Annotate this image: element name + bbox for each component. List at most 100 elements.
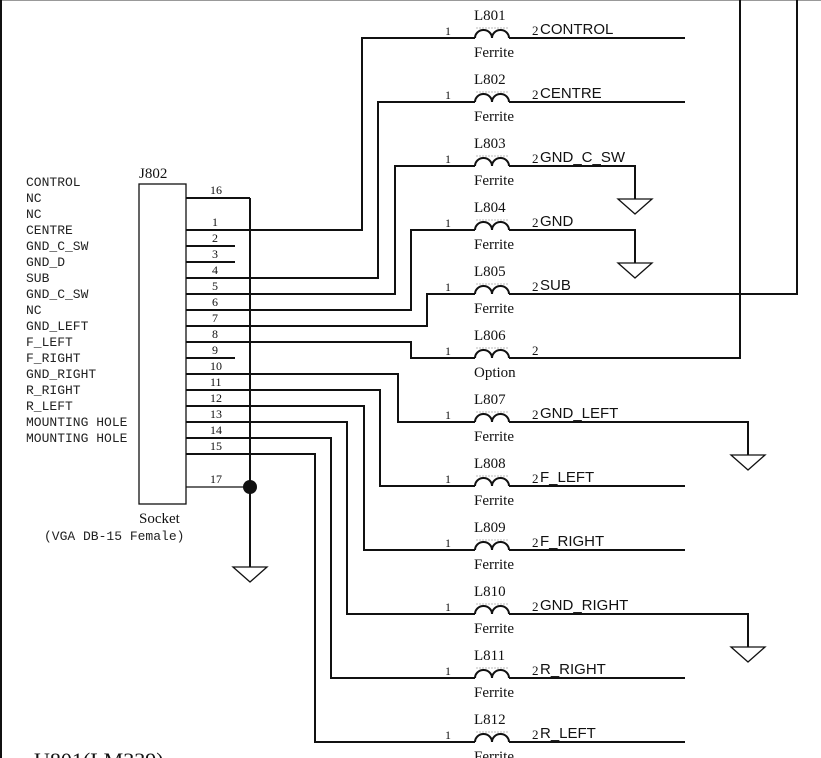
signal-label: NC — [26, 207, 42, 222]
signal-label: GND_RIGHT — [26, 367, 96, 382]
pin2-number: 2 — [532, 23, 539, 38]
inductor-ref: L803 — [474, 136, 506, 152]
inductor-ref: L806 — [474, 328, 506, 344]
pin1-number: 1 — [445, 664, 451, 678]
pin2-number: 2 — [532, 535, 539, 550]
inductor-coil-icon — [474, 221, 510, 231]
signal-label: NC — [26, 303, 42, 318]
inductor-coil-icon — [474, 413, 510, 423]
net-wire — [186, 37, 475, 231]
ground-symbol — [729, 454, 767, 471]
net-wire — [186, 389, 475, 487]
signal-label: GND_C_SW — [26, 287, 89, 302]
output-wire — [509, 165, 636, 199]
pin-number: 6 — [212, 295, 218, 309]
inductor-coil-icon — [474, 733, 510, 743]
net-wire — [186, 405, 475, 551]
inductor-coil-icon — [474, 157, 510, 167]
net-wire — [186, 229, 475, 311]
pin-number: 3 — [212, 247, 218, 261]
pin-number: 2 — [212, 231, 218, 245]
net-label: R_RIGHT — [540, 661, 606, 678]
pin-number: 1 — [212, 215, 218, 229]
inductor-ref: L804 — [474, 200, 506, 216]
signal-label: SUB — [26, 271, 50, 286]
pin2-number: 2 — [532, 727, 539, 742]
inductor-coil-icon — [474, 349, 510, 359]
ground-symbol — [729, 646, 767, 663]
signal-label: GND_D — [26, 255, 65, 270]
pin1-number: 1 — [445, 24, 451, 38]
inductor-ref: L805 — [474, 264, 506, 280]
pin-number: 17 — [210, 472, 222, 486]
inductor-coil-icon — [474, 285, 510, 295]
inductor-value: Ferrite — [474, 45, 514, 61]
ic-label: U801(LM339) — [34, 748, 164, 758]
pin-number: 10 — [210, 359, 222, 373]
pin2-number: 2 — [532, 215, 539, 230]
ground-symbol — [616, 262, 654, 279]
inductor-value: Ferrite — [474, 493, 514, 509]
net-wire — [186, 437, 475, 679]
pin2-number: 2 — [532, 471, 539, 486]
inductor-value: Ferrite — [474, 429, 514, 445]
connector-body — [138, 183, 187, 505]
pin-number: 9 — [212, 343, 218, 357]
inductor-value: Ferrite — [474, 237, 514, 253]
inductor-ref: L801 — [474, 8, 506, 24]
pin1-number: 1 — [445, 344, 451, 358]
signal-label: NC — [26, 191, 42, 206]
pin-number: 12 — [210, 391, 222, 405]
net-wire — [186, 165, 475, 295]
pin-number: 16 — [210, 183, 222, 197]
pin1-number: 1 — [445, 600, 451, 614]
ground-symbol — [616, 198, 654, 215]
signal-label: CENTRE — [26, 223, 73, 238]
pin2-number: 2 — [532, 87, 539, 102]
net-wire — [186, 293, 475, 327]
pin-number: 15 — [210, 439, 222, 453]
junction-dot — [243, 480, 257, 494]
pin-number: 14 — [210, 423, 222, 437]
net-label: GND — [540, 213, 574, 230]
inductor-ref: L809 — [474, 520, 506, 536]
inductor-coil-icon — [474, 605, 510, 615]
net-label: SUB — [540, 277, 571, 294]
inductor-ref: L808 — [474, 456, 506, 472]
output-wire — [509, 421, 749, 455]
net-wire — [186, 341, 475, 359]
inductor-value: Ferrite — [474, 557, 514, 573]
signal-label: F_LEFT — [26, 335, 73, 350]
connector-description: (VGA DB-15 Female) — [44, 529, 184, 544]
inductor-ref: L807 — [474, 392, 506, 408]
pin1-number: 1 — [445, 728, 451, 742]
pin-number: 7 — [212, 311, 218, 325]
net-label: F_RIGHT — [540, 533, 604, 550]
inductor-ref: L812 — [474, 712, 506, 728]
inductor-coil-icon — [474, 29, 510, 39]
pin1-number: 1 — [445, 88, 451, 102]
pin1-number: 1 — [445, 472, 451, 486]
pin2-number: 2 — [532, 663, 539, 678]
pin1-number: 1 — [445, 216, 451, 230]
pin-number: 13 — [210, 407, 222, 421]
pin2-number: 2 — [532, 599, 539, 614]
pin1-number: 1 — [445, 408, 451, 422]
output-wire — [509, 613, 749, 647]
net-label: CENTRE — [540, 85, 602, 102]
inductor-coil-icon — [474, 477, 510, 487]
output-wire — [509, 0, 798, 295]
inductor-value: Ferrite — [474, 685, 514, 701]
inductor-value: Ferrite — [474, 109, 514, 125]
inductor-value: Ferrite — [474, 621, 514, 637]
output-wire — [509, 0, 741, 359]
connector-type: Socket — [139, 511, 181, 527]
pin-number: 5 — [212, 279, 218, 293]
pin1-number: 1 — [445, 280, 451, 294]
net-wire — [186, 421, 475, 615]
connector-ref: J802 — [139, 166, 167, 182]
pin-number: 4 — [212, 263, 218, 277]
signal-label: F_RIGHT — [26, 351, 81, 366]
